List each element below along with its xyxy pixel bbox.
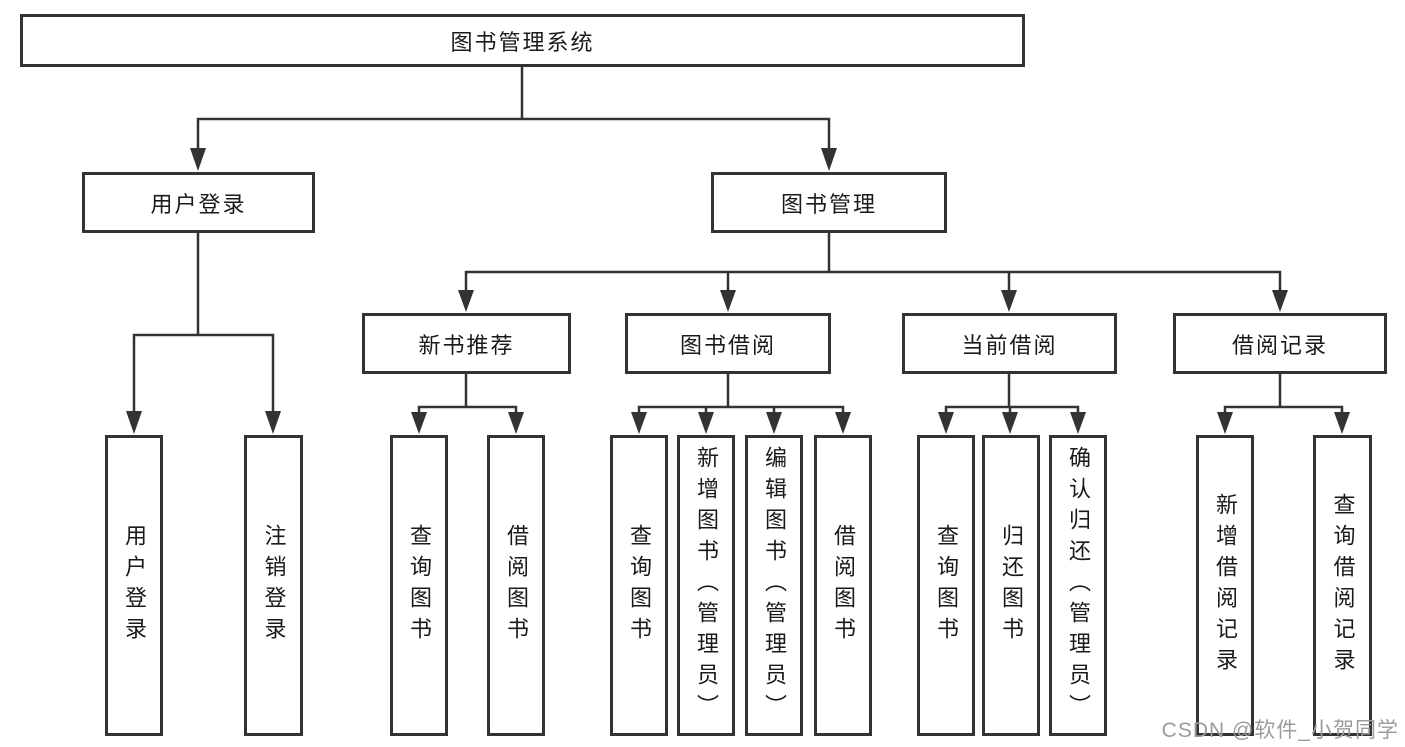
arrowhead [698,412,714,434]
leaf-logout: 注销登录 [244,435,303,736]
leaf-query-borrow-record: 查询借阅记录 [1313,435,1372,736]
arrowhead [1334,412,1350,434]
arrowhead [411,412,427,434]
arrowhead [126,411,142,434]
leaf-confirm-return-admin: 确认归还（管理员） [1049,435,1107,736]
arrowhead [265,411,281,434]
leaf-add-borrow-record: 新增借阅记录 [1196,435,1254,736]
node-current-borrowing: 当前借阅 [902,313,1117,374]
leaf-query-books-borrowing: 查询图书 [610,435,668,736]
arrowhead [1001,290,1017,312]
arrowhead [1070,412,1086,434]
arrowhead [938,412,954,434]
node-new-book-recommendation: 新书推荐 [362,313,571,374]
arrowhead [508,412,524,434]
arrowhead [190,148,206,171]
node-library-management-system: 图书管理系统 [20,14,1025,67]
leaf-query-books-recommend: 查询图书 [390,435,448,736]
arrowhead [1217,412,1233,434]
arrowhead [631,412,647,434]
connector-book-management-to-level3 [458,232,1288,312]
node-book-borrowing: 图书借阅 [625,313,831,374]
node-book-management: 图书管理 [711,172,947,233]
connector-current-borrowing-to-leaves [938,373,1086,434]
connector-root-to-level2 [190,66,837,171]
leaf-edit-book-admin: 编辑图书（管理员） [745,435,803,736]
leaf-user-login: 用户登录 [105,435,163,736]
arrowhead [1272,290,1288,312]
watermark: CSDN @软件_小贺同学 [1161,719,1399,742]
arrowhead [458,290,474,312]
connector-book-borrowing-to-leaves [631,373,851,434]
arrowhead [720,290,736,312]
connector-borrowing-records-to-leaves [1217,373,1350,434]
arrowhead [835,412,851,434]
arrowhead [821,148,837,171]
node-user-login: 用户登录 [82,172,315,233]
arrowhead [1002,412,1018,434]
leaf-query-books-current: 查询图书 [917,435,975,736]
connector-new-book-recommendation-to-leaves [411,373,524,434]
leaf-add-book-admin: 新增图书（管理员） [677,435,735,736]
connector-user-login-to-leaves [126,232,281,434]
arrowhead [766,412,782,434]
leaf-return-books: 归还图书 [982,435,1040,736]
leaf-borrow-books-recommend: 借阅图书 [487,435,545,736]
node-borrowing-records: 借阅记录 [1173,313,1387,374]
leaf-borrow-books-borrowing: 借阅图书 [814,435,872,736]
